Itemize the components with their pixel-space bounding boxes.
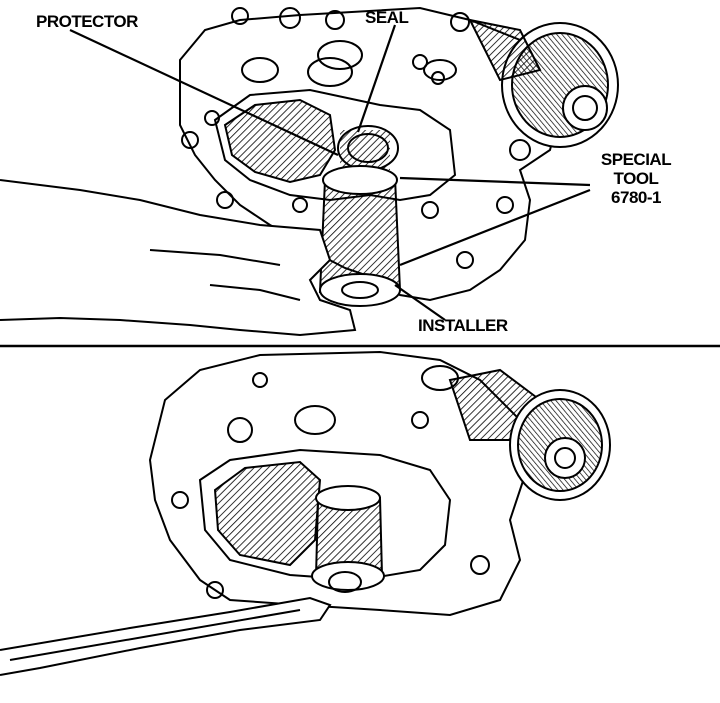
bottom-bolts bbox=[171, 372, 490, 599]
label-special-tool-line2: TOOL bbox=[613, 169, 659, 188]
bottom-inner-plate bbox=[198, 448, 452, 582]
label-special-tool: SPECIAL TOOL 6780-1 bbox=[596, 150, 676, 207]
label-seal: SEAL bbox=[365, 8, 409, 27]
bottom-wrench bbox=[0, 596, 332, 676]
top-standoffs bbox=[241, 40, 457, 87]
top-leader-lines bbox=[69, 24, 591, 321]
label-protector: PROTECTOR bbox=[36, 12, 138, 31]
top-inner-plate bbox=[213, 88, 457, 202]
top-installer-tool bbox=[318, 165, 402, 307]
top-hand bbox=[0, 179, 357, 337]
top-bolts bbox=[181, 7, 531, 269]
label-special-tool-line1: SPECIAL bbox=[600, 150, 672, 169]
bottom-hatched-cover bbox=[213, 460, 322, 567]
top-hatched-cover bbox=[223, 98, 337, 184]
label-special-tool-line3: 6780-1 bbox=[611, 188, 661, 207]
bottom-installer-tool bbox=[311, 485, 385, 593]
top-gear bbox=[468, 18, 619, 148]
bottom-gear bbox=[448, 368, 611, 501]
bottom-illustration bbox=[0, 350, 611, 676]
top-illustration bbox=[0, 6, 619, 337]
top-seal bbox=[337, 125, 399, 171]
label-installer: INSTALLER bbox=[418, 316, 508, 335]
